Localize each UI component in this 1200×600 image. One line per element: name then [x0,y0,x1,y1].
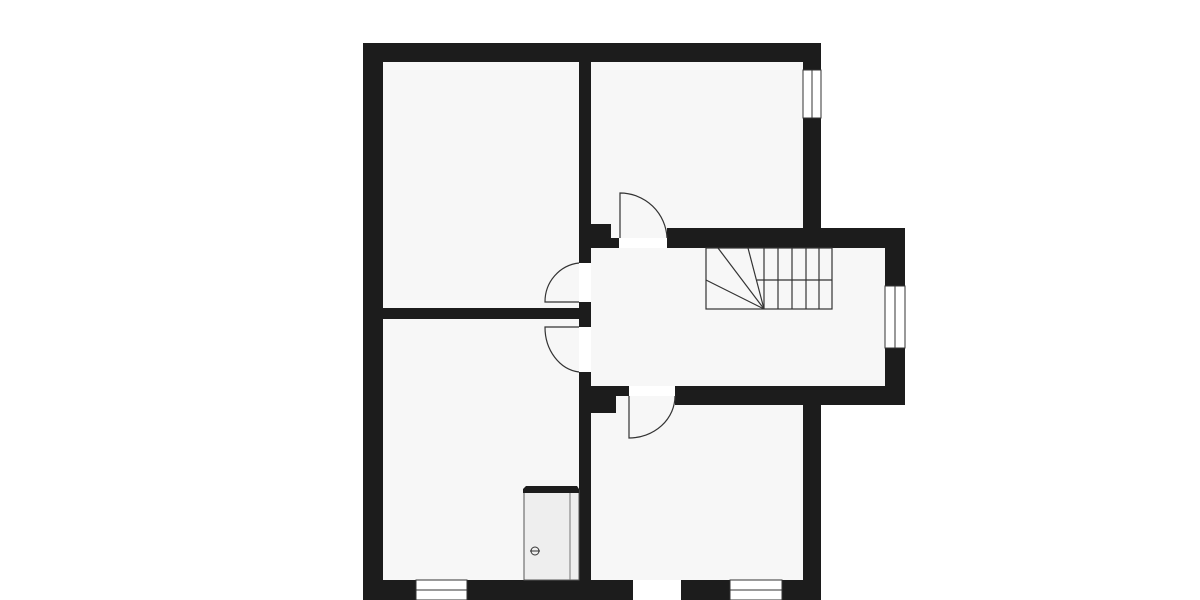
bottom-right-room [591,396,803,580]
outer-wall-top [363,43,821,62]
inner-wall-step [591,224,611,248]
handle-icon [530,546,540,556]
outer-wall-left [363,43,383,600]
window [802,69,822,119]
window [729,579,783,600]
outer-wall-bottom-left [363,580,633,600]
door [619,192,668,239]
windows [415,69,906,600]
extension-wall-bottom [675,386,905,405]
inner-wall-horizontal [383,308,579,319]
window [415,579,468,600]
floor [383,62,885,580]
outer-wall-right-lower [803,386,821,600]
wardrobe [523,486,580,581]
inner-wall-upper [579,62,591,263]
door [628,395,676,439]
inner-wall-step [591,396,616,413]
door [544,326,580,373]
inner-wall-step [611,238,619,248]
inner-wall-lower [579,372,591,600]
staircase [705,247,833,310]
inner-wall-step [591,386,629,396]
hallway [591,248,885,386]
door [544,262,580,303]
top-left-room [383,62,579,308]
doors [544,192,676,439]
inner-wall-stub [579,302,591,327]
window [884,285,906,349]
extension-wall-top [667,228,905,248]
